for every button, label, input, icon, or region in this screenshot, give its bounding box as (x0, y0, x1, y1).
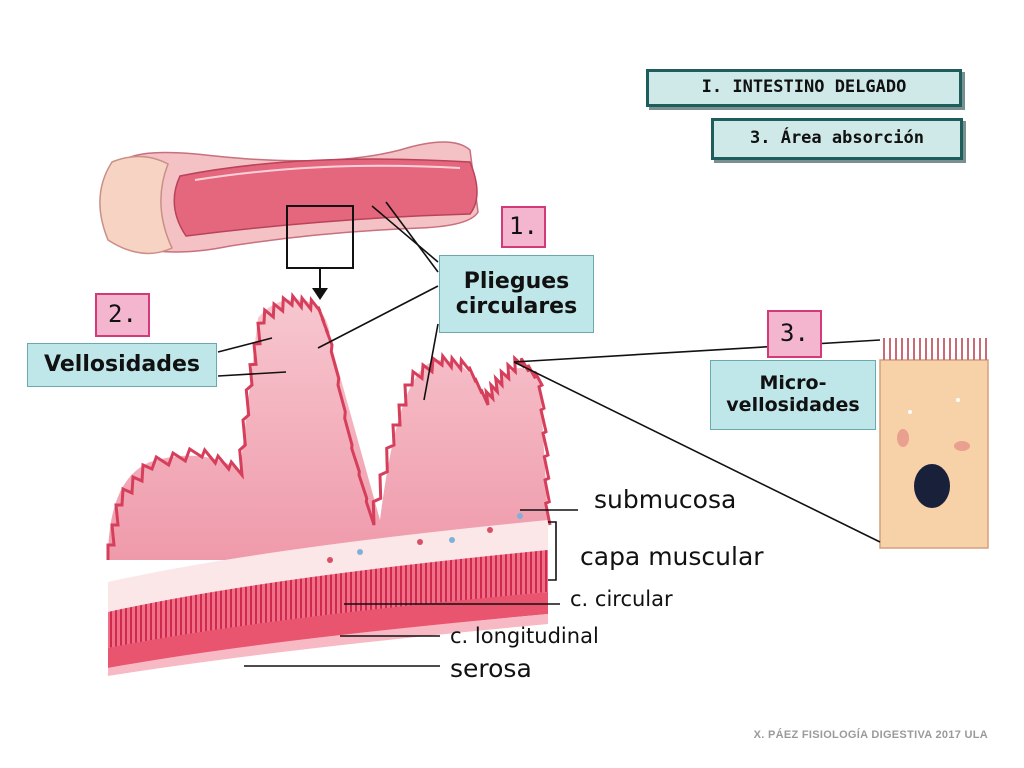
intestine-tube (99, 141, 479, 300)
villi (106, 292, 552, 560)
leader-lines (217, 201, 881, 667)
arrow-down-icon (312, 288, 328, 300)
label-vellosidades: Vellosidades (27, 343, 217, 387)
intestinal-wall (106, 292, 552, 676)
submucosa-vessels (327, 513, 523, 563)
label-capa-muscular: capa muscular (580, 542, 764, 571)
number-badge-3: 3. (767, 310, 822, 358)
label-micro-line2: vellosidades (726, 394, 860, 416)
label-pliegues-line1: Pliegues (463, 268, 570, 294)
label-serosa: serosa (450, 654, 532, 683)
nucleus (914, 464, 950, 508)
footer-credit: X. PÁEZ FISIOLOGÍA DIGESTIVA 2017 ULA (753, 729, 988, 741)
number-badge-1: 1. (501, 206, 546, 248)
number-badge-2: 2. (95, 293, 150, 337)
section-title: I. INTESTINO DELGADO (646, 69, 962, 107)
label-pliegues-circulares: Pliegues circulares (439, 255, 594, 333)
villi-outline (106, 292, 552, 560)
label-micro-line1: Micro- (759, 372, 827, 395)
section-subtitle: 3. Área absorción (711, 118, 963, 160)
label-c-longitudinal: c. longitudinal (450, 624, 599, 648)
label-c-circular: c. circular (570, 587, 673, 611)
label-microvellosidades: Micro- vellosidades (710, 360, 876, 430)
microvilli (883, 338, 987, 360)
label-submucosa: submucosa (594, 485, 737, 514)
label-pliegues-line2: circulares (455, 294, 578, 319)
enterocyte (879, 338, 989, 549)
